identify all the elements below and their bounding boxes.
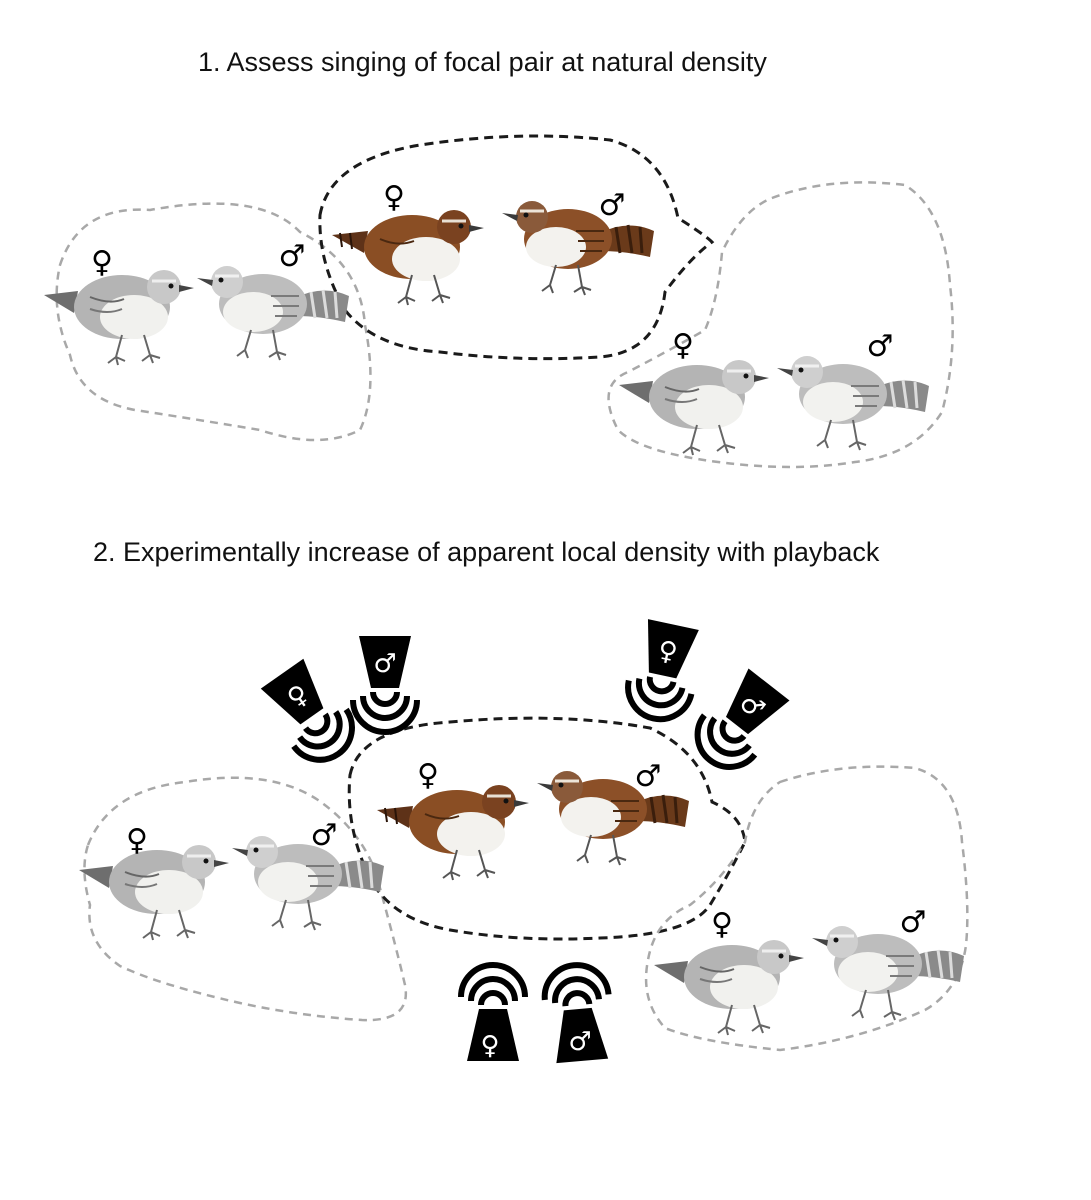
neighbor-territory-left (83, 776, 408, 1022)
speaker-icon: ♀ (622, 619, 699, 725)
male-symbol: ♂ (568, 1027, 591, 1057)
step-2-heading: 2. Experimentally increase of apparent l… (93, 537, 880, 567)
female-symbol: ♀ (417, 758, 439, 793)
neighbor-male-bird (810, 924, 966, 1022)
focal-male-bird (535, 769, 691, 867)
panel-2: ♀ ♂ ♀ ♂ ♀ ♂ ♀ ♂ ♀ ♂ (77, 619, 969, 1064)
sound-wave-icon (622, 673, 693, 725)
neighbor-territory-right (607, 181, 954, 469)
focal-territory (318, 134, 715, 361)
speaker-icon: ♀ (260, 658, 365, 772)
female-symbol: ♀ (480, 1031, 499, 1061)
neighbor-female-bird (652, 938, 806, 1037)
neighbor-male-bird (230, 834, 386, 932)
female-symbol: ♀ (91, 245, 113, 280)
neighbor-female-bird (617, 358, 771, 457)
male-symbol: ♂ (373, 649, 396, 679)
male-symbol: ♂ (635, 759, 662, 794)
step-1-heading: 1. Assess singing of focal pair at natur… (198, 47, 767, 77)
male-symbol: ♂ (279, 239, 306, 274)
speaker-icon: ♂ (685, 668, 790, 780)
male-symbol: ♂ (599, 188, 626, 223)
neighbor-territory-right (644, 765, 969, 1052)
panel-1: ♀ ♂ ♀ ♂ ♀ ♂ (42, 134, 954, 469)
sound-wave-icon (542, 962, 609, 1007)
neighbor-male-bird (195, 264, 351, 362)
neighbor-male-bird (775, 354, 931, 452)
speaker-icon: ♂ (353, 636, 417, 732)
neighbor-female-bird (77, 843, 231, 942)
female-symbol: ♀ (672, 328, 694, 363)
male-symbol: ♂ (311, 818, 338, 853)
neighbor-territory-left (55, 202, 372, 442)
focal-territory (347, 716, 747, 941)
focal-female-bird (330, 208, 486, 307)
male-symbol: ♂ (900, 905, 927, 940)
male-symbol: ♂ (867, 329, 894, 364)
female-symbol: ♀ (126, 823, 148, 858)
sound-wave-icon (461, 965, 525, 1005)
female-symbol: ♀ (711, 907, 733, 942)
focal-female-bird (375, 783, 531, 882)
neighbor-female-bird (42, 268, 196, 367)
focal-male-bird (500, 199, 656, 297)
sound-wave-icon (353, 692, 417, 732)
female-symbol: ♀ (383, 180, 405, 215)
